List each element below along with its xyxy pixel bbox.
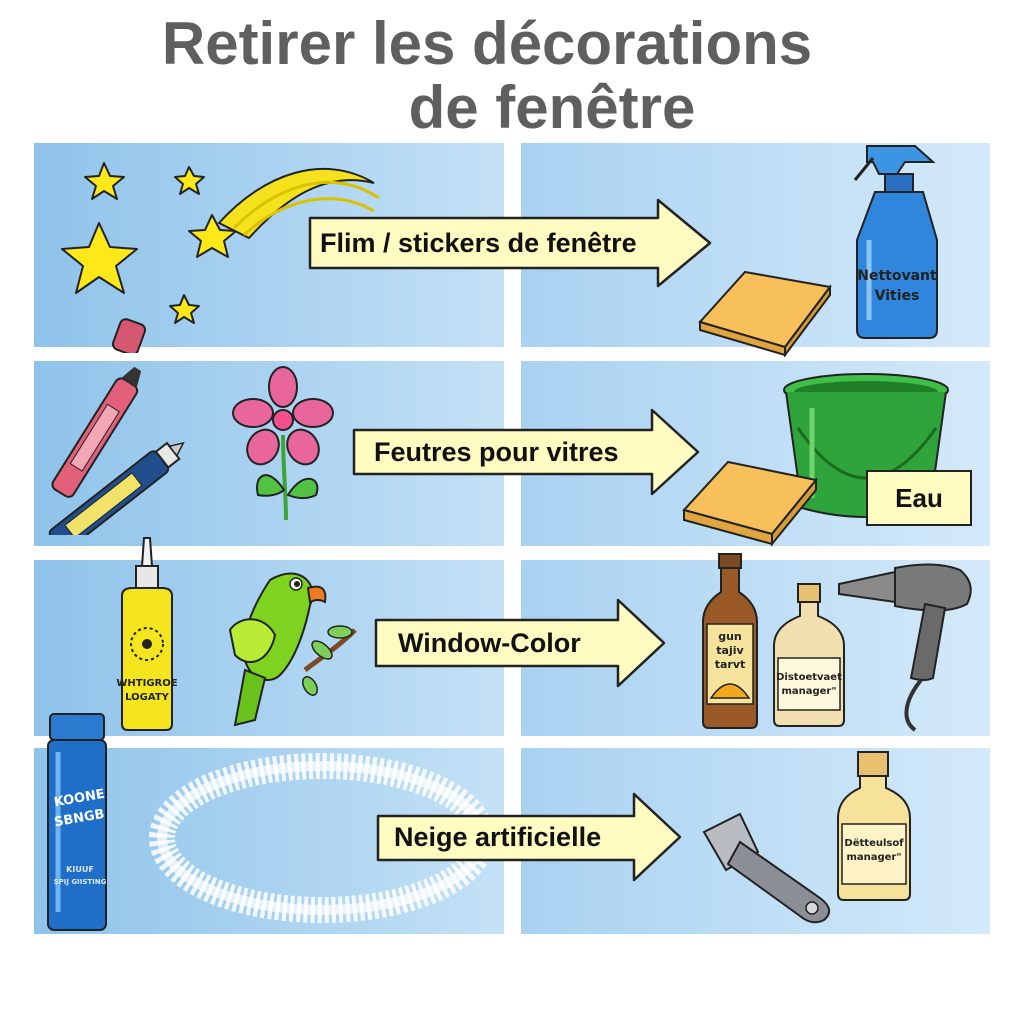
eraser-icon [112, 318, 146, 353]
solvent-label-1: Distoetvaet [776, 672, 842, 683]
star-icon [174, 166, 205, 195]
row-1-label: Flim / stickers de fenêtre [320, 227, 637, 258]
solvent-2-label-1: Dëtteulsof [844, 838, 904, 849]
spray-label-1: Nettovant [857, 268, 937, 284]
scraper-icon [702, 812, 831, 924]
title-line-1: Retirer les décorations [161, 10, 813, 77]
row-4-label: Neige artificielle [394, 821, 602, 852]
paint-label-2: LOGATY [125, 692, 170, 703]
solvent-2-label-2: manager" [846, 852, 901, 863]
paint-bottle-icon: WHTIGROE LOGATY [110, 536, 185, 736]
can-label-3: KIUUF [66, 865, 94, 874]
brown-label-2: tajiv [716, 644, 744, 657]
marker-pen-icon [48, 366, 185, 535]
brown-label-3: tarvt [715, 658, 746, 671]
row-4-arrow: Neige artificielle [376, 792, 682, 882]
star-icon [169, 294, 200, 324]
row-3-arrow: Window-Color [374, 598, 666, 688]
water-label: Eau [866, 470, 972, 526]
solvent-label-2: manager" [781, 686, 836, 697]
solvent-bottle-icon-2: Dëtteulsof manager" [834, 748, 914, 904]
paint-label-1: WHTIGROE [116, 678, 177, 689]
title-line-2: de fenêtre [408, 74, 696, 141]
star-icon [188, 214, 237, 258]
spray-label-2: Vities [875, 288, 920, 304]
shooting-star-icon [217, 168, 375, 240]
can-label-4: SPIJ GIISTING [54, 878, 107, 886]
solvent-bottle-icon: Distoetvaet manager" [770, 580, 850, 730]
row-2-label: Feutres pour vitres [374, 436, 619, 467]
hair-dryer-icon [838, 563, 972, 732]
brown-bottle-icon: gun tajiv tarvt [695, 552, 765, 732]
row-3-label: Window-Color [398, 627, 581, 658]
star-icon [61, 222, 138, 294]
row-1-arrow: Flim / stickers de fenêtre [308, 198, 712, 288]
spray-bottle-icon: Nettovant Vities [845, 140, 945, 340]
row-2-arrow: Feutres pour vitres [352, 408, 700, 496]
star-icon [84, 162, 125, 200]
page-title: Retirer les décorations de fenêtre [0, 12, 1024, 140]
brown-label-1: gun [718, 630, 742, 643]
sponge-icon [682, 460, 818, 547]
sponge-icon [698, 270, 832, 357]
snow-spray-can-icon: KOONE SBNGB KIUUF SPIJ GIISTING [44, 712, 110, 934]
flower-icon [232, 366, 334, 521]
stars-icon [61, 162, 380, 353]
parrot-icon [228, 572, 357, 727]
